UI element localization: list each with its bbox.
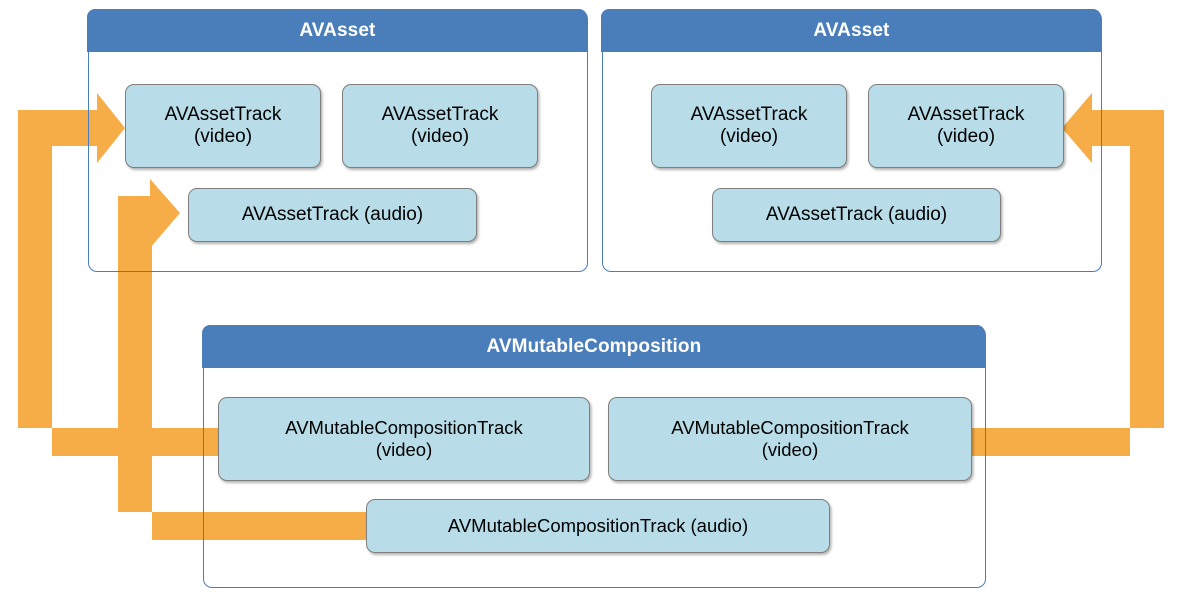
track-asset-left-audio-label: AVAssetTrack (audio) bbox=[241, 203, 424, 225]
panel-mutable-composition-header: AVMutableComposition bbox=[202, 325, 986, 369]
track-comp-video-1[interactable]: AVMutableCompositionTrack (video) bbox=[218, 397, 590, 481]
panel-asset-left-header: AVAsset bbox=[87, 9, 588, 53]
track-asset-right-audio[interactable]: AVAssetTrack (audio) bbox=[712, 188, 1001, 242]
track-asset-left-video-2-label: AVAssetTrack (video) bbox=[381, 103, 499, 147]
panel-mutable-composition-title: AVMutableComposition bbox=[486, 335, 702, 357]
track-asset-left-video-2[interactable]: AVAssetTrack (video) bbox=[342, 84, 538, 168]
track-asset-left-audio[interactable]: AVAssetTrack (audio) bbox=[188, 188, 477, 242]
track-asset-right-video-1-label: AVAssetTrack (video) bbox=[690, 103, 808, 147]
track-comp-video-2-label: AVMutableCompositionTrack (video) bbox=[671, 417, 909, 460]
track-asset-right-video-1[interactable]: AVAssetTrack (video) bbox=[651, 84, 847, 168]
track-asset-right-video-2[interactable]: AVAssetTrack (video) bbox=[868, 84, 1064, 168]
panel-mutable-composition: AVMutableComposition bbox=[202, 325, 986, 588]
track-comp-audio-label: AVMutableCompositionTrack (audio) bbox=[447, 515, 749, 537]
panel-asset-left: AVAsset bbox=[87, 9, 588, 272]
panel-asset-right-header: AVAsset bbox=[601, 9, 1102, 53]
track-comp-audio[interactable]: AVMutableCompositionTrack (audio) bbox=[366, 499, 830, 553]
track-asset-left-video-1-label: AVAssetTrack (video) bbox=[164, 103, 282, 147]
track-asset-right-audio-label: AVAssetTrack (audio) bbox=[765, 203, 948, 225]
panel-asset-left-title: AVAsset bbox=[299, 19, 376, 41]
track-comp-video-2[interactable]: AVMutableCompositionTrack (video) bbox=[608, 397, 972, 481]
panel-asset-right-title: AVAsset bbox=[813, 19, 890, 41]
track-comp-video-1-label: AVMutableCompositionTrack (video) bbox=[285, 417, 523, 460]
track-asset-left-video-1[interactable]: AVAssetTrack (video) bbox=[125, 84, 321, 168]
track-asset-right-video-2-label: AVAssetTrack (video) bbox=[907, 103, 1025, 147]
panel-asset-right: AVAsset bbox=[601, 9, 1102, 272]
